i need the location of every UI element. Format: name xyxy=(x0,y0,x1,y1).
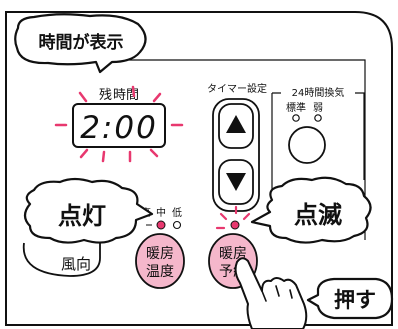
intensity-low-label: 低 xyxy=(172,206,182,219)
led-icon xyxy=(156,220,166,230)
remaining-label-1: 残 xyxy=(99,88,112,103)
wind-direction-label: 風向 xyxy=(61,255,91,273)
panel-outline xyxy=(5,11,393,326)
vent-weak-label: 弱 xyxy=(313,102,323,114)
callout-push-text: 押す xyxy=(334,288,376,312)
timer-up-button[interactable] xyxy=(218,103,254,149)
callout-push: 押す xyxy=(306,277,394,320)
heating-temp-label-1: 暖房 xyxy=(146,246,174,262)
wind-direction-button[interactable]: 風向 xyxy=(22,242,101,277)
vent-standard-label: 標準 xyxy=(286,101,306,114)
time-display: 2:00 xyxy=(72,103,166,148)
time-display-value: 2:00 xyxy=(80,110,158,146)
ventilation-button[interactable] xyxy=(288,126,326,164)
panel-inner-frame xyxy=(40,59,366,240)
heating-temp-button[interactable]: 暖房 温度 xyxy=(135,233,185,289)
callout-display-time: 時間が表示 xyxy=(14,13,147,74)
down-arrow-icon xyxy=(226,173,246,191)
intensity-low-led xyxy=(172,220,182,230)
intensity-mid-label: 中 xyxy=(156,206,166,219)
reserve-led xyxy=(230,220,240,230)
callout-display-time-text: 時間が表示 xyxy=(39,32,124,53)
timer-setting-label: タイマー設定 xyxy=(207,82,267,95)
heating-temp-label-2: 温度 xyxy=(146,264,174,280)
callout-blinking: 点滅 xyxy=(250,176,372,244)
ventilation-group: 24時間換気 標準 弱 xyxy=(271,86,365,218)
callout-lit-text: 点灯 xyxy=(58,202,106,230)
blink-rays-icon xyxy=(54,85,184,163)
pointing-hand-icon xyxy=(234,257,308,329)
ventilation-label: 24時間換気 xyxy=(292,86,345,99)
callout-blinking-text: 点滅 xyxy=(294,201,342,229)
timer-down-button[interactable] xyxy=(218,159,254,205)
vent-standard-led xyxy=(292,114,300,122)
timer-button-pad xyxy=(212,98,260,212)
vent-weak-led xyxy=(314,114,322,122)
callout-lit: 点灯 xyxy=(23,177,154,244)
up-arrow-icon xyxy=(226,115,246,133)
reserve-led-group xyxy=(215,205,251,230)
